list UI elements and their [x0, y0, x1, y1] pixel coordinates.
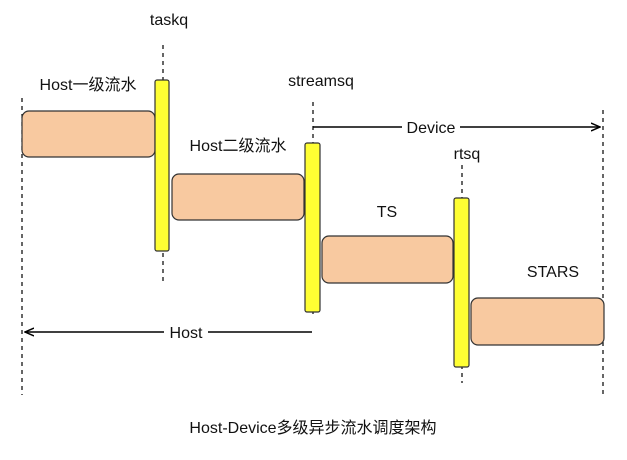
ts-box [321, 235, 454, 284]
diagram-caption: Host-Device多级异步流水调度架构 [189, 419, 436, 437]
host-level2-label: Host二级流水 [190, 137, 287, 155]
taskq-bar [154, 79, 170, 252]
streamsq-label: streamsq [288, 73, 354, 90]
host-level1-box [21, 110, 156, 158]
rtsq-bar [453, 197, 470, 368]
host-level2-box [171, 173, 305, 221]
host-level1-label: Host一级流水 [40, 76, 137, 94]
stars-box [470, 297, 605, 346]
host-span-label: Host [170, 325, 203, 342]
taskq-label: taskq [150, 12, 188, 29]
streamsq-bar [304, 142, 321, 313]
host-span-label-bg [164, 323, 208, 341]
device-span-label-bg [402, 118, 460, 136]
rtsq-label: rtsq [454, 146, 481, 163]
ts-label: TS [377, 204, 397, 221]
device-span-label: Device [407, 120, 456, 137]
stars-label: STARS [527, 264, 579, 281]
